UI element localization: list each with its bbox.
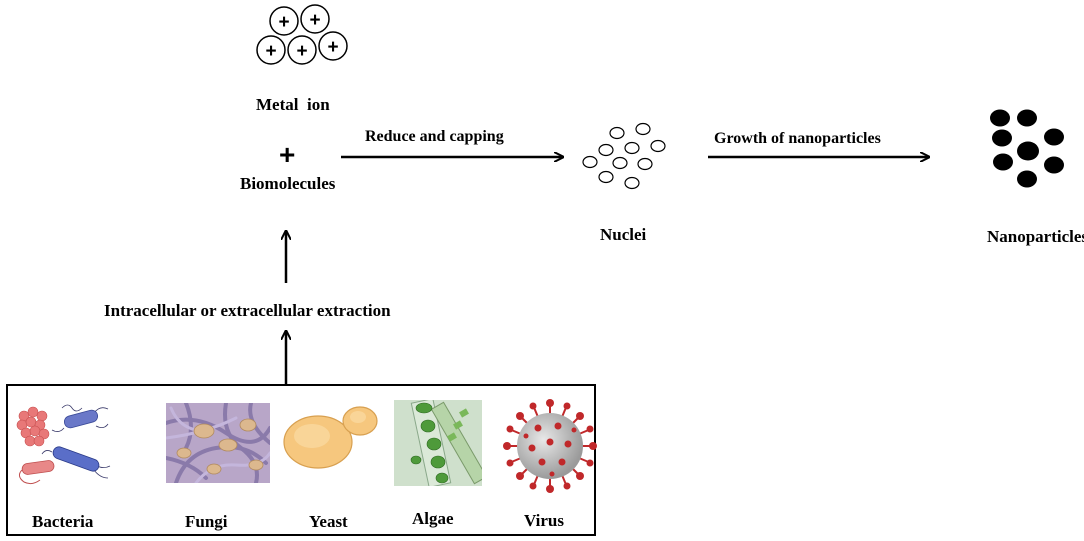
nucleus-particle — [635, 122, 651, 136]
organism-label-bacteria: Bacteria — [32, 512, 94, 531]
organism-label-yeast: Yeast — [309, 512, 348, 531]
svg-text:+: + — [327, 37, 338, 58]
nanoparticle — [992, 129, 1012, 147]
metal-ion: + — [300, 4, 330, 34]
nucleus-particle — [598, 143, 614, 157]
plus-sign: + — [279, 139, 296, 170]
nanoparticle — [993, 153, 1013, 171]
nucleus-particle — [650, 139, 666, 153]
svg-text:+: + — [309, 10, 320, 31]
virus-illustration — [503, 399, 597, 493]
reduce-capping-label: Reduce and capping — [365, 128, 504, 145]
metal-ion: + — [256, 35, 286, 65]
metal-ion-cluster: + + + + + — [256, 4, 348, 65]
metal-ion: + — [318, 31, 348, 61]
yeast-cell-illustration — [283, 406, 378, 469]
organisms-panel — [6, 384, 596, 536]
nucleus-particle — [598, 170, 614, 184]
organism-label-fungi: Fungi — [185, 512, 228, 531]
nanoparticle — [1044, 128, 1064, 146]
growth-label: Growth of nanoparticles — [714, 130, 881, 147]
nucleus-particle — [624, 141, 640, 155]
nanoparticle — [1017, 170, 1037, 188]
fungi-micrograph — [166, 403, 270, 483]
nucleus-particle — [624, 176, 640, 190]
nanoparticle — [1017, 141, 1039, 161]
svg-text:+: + — [296, 41, 307, 62]
nanoparticle — [1017, 109, 1037, 127]
extraction-label: Intracellular or extracellular extractio… — [104, 301, 391, 320]
nucleus-particle — [582, 155, 598, 169]
nuclei-cluster — [582, 122, 666, 190]
organism-label-virus: Virus — [524, 511, 564, 530]
biomolecules-label: Biomolecules — [240, 174, 336, 193]
nucleus-particle — [637, 157, 653, 171]
bacteria-illustration — [16, 404, 111, 485]
nuclei-label: Nuclei — [600, 225, 647, 244]
svg-text:+: + — [278, 12, 289, 33]
nanoparticle — [1044, 156, 1064, 174]
svg-text:+: + — [265, 41, 276, 62]
nucleus-particle — [609, 126, 625, 140]
metal-ion-label: Metal ion — [256, 95, 330, 114]
nanoparticle-cluster — [990, 109, 1064, 188]
nanoparticles-label: Nanoparticles — [987, 227, 1084, 246]
organism-label-algae: Algae — [412, 509, 454, 528]
nanoparticle — [990, 109, 1010, 127]
metal-ion: + — [269, 6, 299, 36]
algae-micrograph — [394, 400, 482, 486]
metal-ion: + — [287, 35, 317, 65]
nucleus-particle — [612, 156, 628, 170]
